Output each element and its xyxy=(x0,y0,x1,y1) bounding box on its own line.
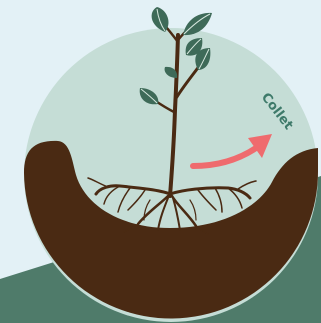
plant-collet-diagram: Collet xyxy=(0,0,321,323)
